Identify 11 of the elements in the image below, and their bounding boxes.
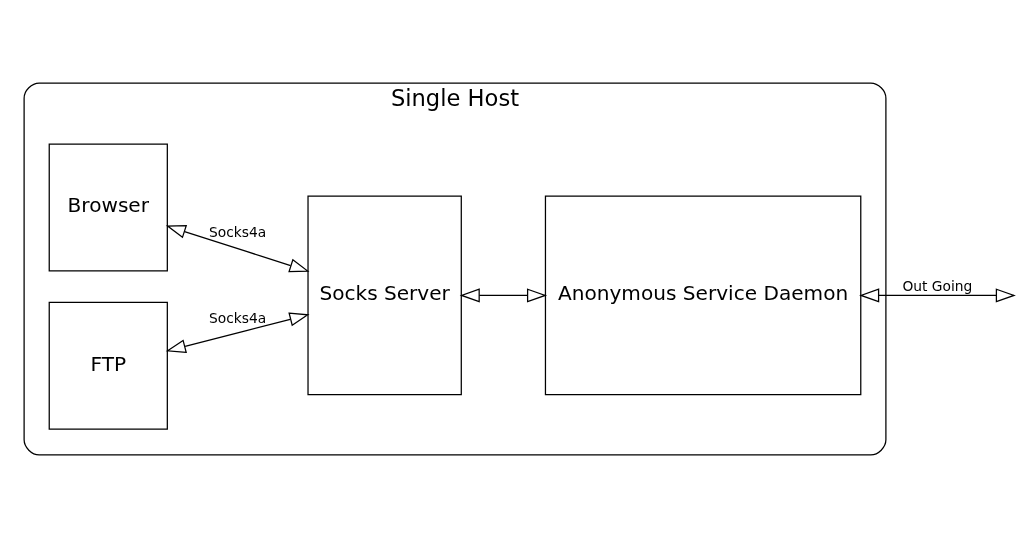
arrow [459,288,548,303]
arrow [165,312,310,354]
node-box: Browser [48,143,168,272]
edge-label: Out Going [902,278,973,295]
node-box: Anonymous Service Daemon [544,195,862,396]
node-box: Socks Server [307,195,462,396]
arrow [165,224,310,273]
edge-label: Socks4a [209,224,267,241]
edge-label: Socks4a [209,309,267,326]
node-box: FTP [48,301,168,430]
arrow [859,288,1016,303]
